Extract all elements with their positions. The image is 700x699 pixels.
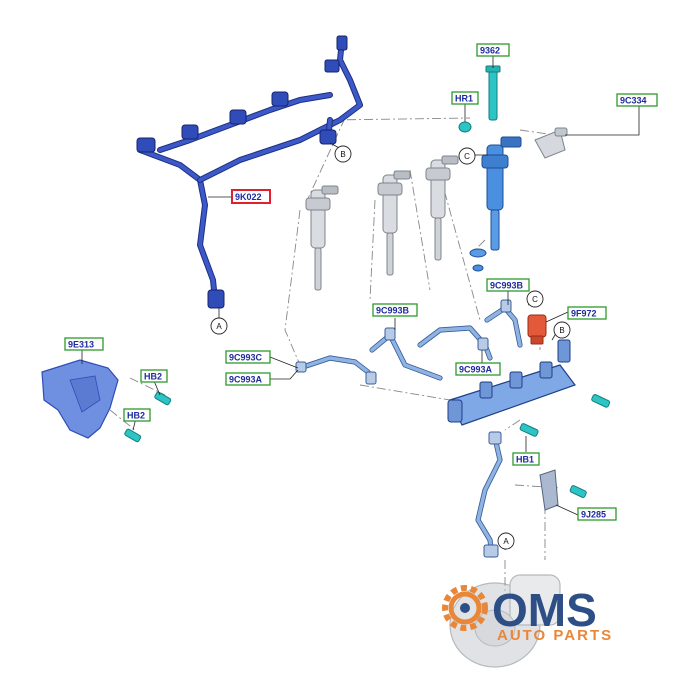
logo-subtitle: AUTO PARTS [497, 627, 613, 644]
bolt-hb2-top[interactable] [154, 391, 172, 406]
ref-label: B [340, 150, 345, 159]
pipe-9c993b-top[interactable] [484, 299, 523, 348]
ref-circle-b-harness: B [334, 145, 352, 163]
callout-text: 9F972 [571, 309, 597, 319]
callout-text: 9C334 [620, 96, 647, 106]
pipe-9c993b-mid[interactable] [369, 327, 443, 381]
injector-blue[interactable] [481, 136, 522, 251]
callout-hr1[interactable]: HR1 [451, 91, 479, 105]
bolt-bracket[interactable] [569, 485, 587, 498]
pipe-9c993c[interactable] [295, 355, 377, 385]
injector-middle[interactable] [377, 170, 411, 276]
callout-text: 9J285 [581, 510, 606, 520]
injector-bolt-9362[interactable] [485, 65, 501, 121]
bracket-9e313[interactable] [41, 359, 119, 439]
ref-label: C [464, 152, 470, 161]
callout-9c993b-mid[interactable]: 9C993B [372, 303, 418, 317]
ref-label: B [559, 326, 564, 335]
ref-label: A [503, 537, 509, 546]
callout-9362[interactable]: 9362 [476, 43, 510, 57]
ref-circle-a-harness: A [210, 317, 228, 335]
callout-9c993a-mid[interactable]: 9C993A [455, 362, 501, 376]
callout-9c993c[interactable]: 9C993C [225, 350, 271, 364]
pipe-feed-to-pump[interactable] [475, 431, 503, 558]
callout-hb2-bottom[interactable]: HB2 [123, 408, 151, 422]
fuel-rail[interactable] [447, 339, 576, 426]
pressure-sensor-9f972[interactable] [527, 314, 547, 345]
callout-9c334[interactable]: 9C334 [616, 93, 658, 107]
ref-circle-c-pipe: C [526, 290, 544, 308]
fuel-pipes [295, 299, 523, 558]
callout-text: 9C993B [376, 306, 410, 316]
bolt-rail-right[interactable] [591, 394, 611, 408]
callout-9j285[interactable]: 9J285 [577, 507, 617, 521]
callout-text: 9C993B [490, 281, 524, 291]
washer-hr1[interactable] [458, 121, 472, 133]
logo-title: OMS [492, 584, 597, 636]
gear-icon [442, 585, 488, 631]
oms-logo: OMS AUTO PARTS [442, 584, 613, 644]
callout-9c993a-left[interactable]: 9C993A [225, 372, 271, 386]
ref-label: C [532, 295, 538, 304]
callout-text: 9362 [480, 46, 500, 56]
injector-seal-washer[interactable] [469, 248, 487, 272]
callout-text: HB2 [144, 372, 162, 382]
wiring-harness[interactable] [136, 35, 363, 309]
bolt-hb2-bottom[interactable] [124, 428, 142, 443]
bracket-9j285[interactable] [539, 469, 559, 511]
callout-text: 9C993A [459, 365, 493, 375]
callout-9c993b-top[interactable]: 9C993B [486, 278, 530, 292]
injector-group-grey [305, 155, 459, 291]
callout-text: 9C993C [229, 353, 263, 363]
callout-text: HR1 [455, 94, 473, 104]
ref-label: A [216, 322, 222, 331]
callout-9k022[interactable]: 9K022 [231, 189, 271, 204]
callout-9f972[interactable]: 9F972 [567, 306, 607, 320]
callout-9e313[interactable]: 9E313 [64, 337, 104, 351]
ref-circle-b-rail: B [553, 321, 571, 339]
callout-text: 9K022 [235, 192, 262, 202]
ref-circle-c-injector: C [458, 147, 476, 165]
callout-text: HB1 [516, 455, 534, 465]
bolt-hb1[interactable] [519, 423, 539, 437]
callout-text: 9C993A [229, 375, 263, 385]
pipe-9c993a-mid[interactable] [417, 325, 493, 361]
injector-return-connector-9c334[interactable] [534, 127, 568, 159]
leader-lines [81, 54, 640, 550]
callout-text: 9E313 [68, 340, 94, 350]
callout-hb1[interactable]: HB1 [512, 452, 540, 466]
callout-hb2-top[interactable]: HB2 [140, 369, 168, 383]
injector-left[interactable] [305, 185, 339, 291]
ref-circle-a-pump: A [497, 532, 515, 550]
callout-text: HB2 [127, 411, 145, 421]
injector-right[interactable] [425, 155, 459, 261]
